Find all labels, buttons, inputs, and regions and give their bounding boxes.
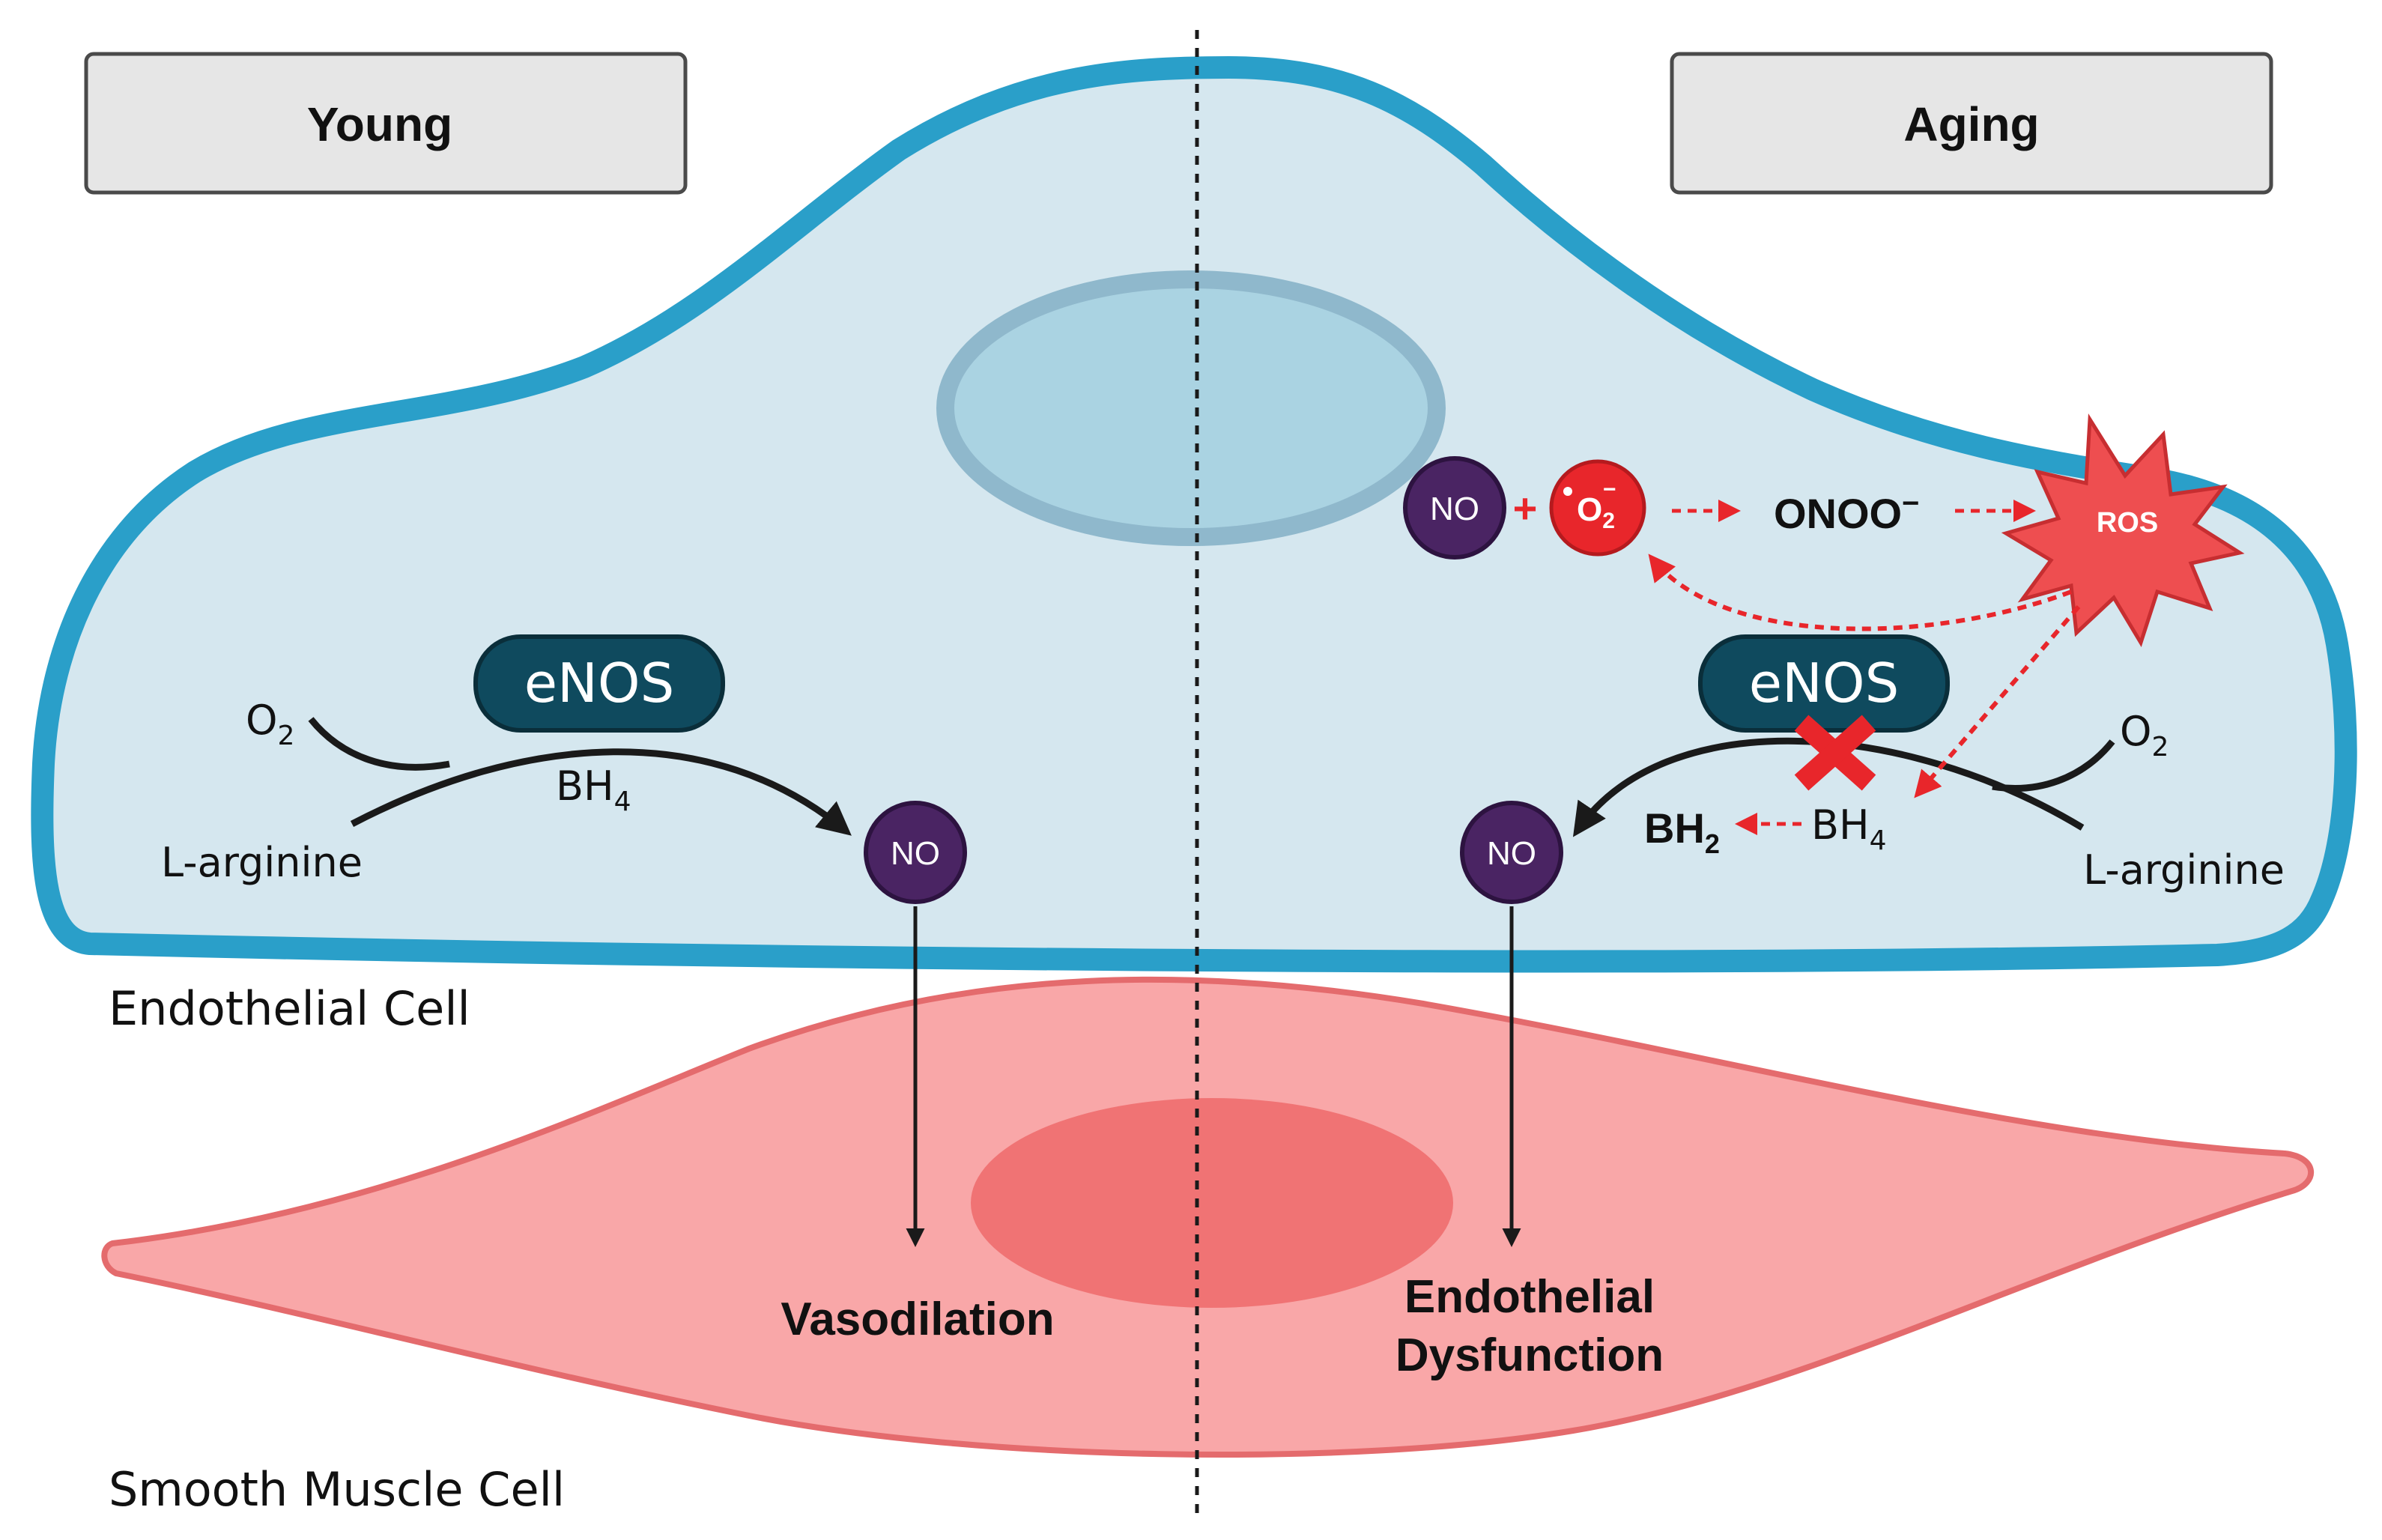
young-o2-label: O2 [246, 697, 294, 751]
young-l-arginine-label: L-arginine [161, 839, 363, 886]
aging-no-molecule [1460, 801, 1563, 904]
superoxide-molecule [1549, 459, 1646, 557]
endothelial-nucleus [936, 270, 1446, 546]
aging-reaction-arrow [1572, 737, 2085, 837]
uncoupled-x-icon [1794, 715, 1876, 791]
aging-bh4-label: BH4 [1811, 801, 1887, 856]
aging-o2-label: O2 [2120, 708, 2169, 763]
endothelial-cell-label: Endothelial Cell [109, 981, 470, 1036]
smooth-muscle-cell-label: Smooth Muscle Cell [109, 1462, 565, 1517]
plus-sign: + [1513, 485, 1538, 532]
peroxynitrite-label: ONOO− [1774, 487, 1919, 537]
reaction-no-molecule [1403, 456, 1506, 560]
radical-dot-icon [1563, 487, 1572, 496]
ros-to-superoxide-arrow [1648, 554, 2073, 631]
aging-bh2-label: BH2 [1644, 804, 1720, 859]
young-label: Young [307, 97, 452, 151]
aging-label: Aging [1903, 97, 2039, 151]
young-o2-curve [308, 717, 450, 771]
young-bh4-label: BH4 [556, 763, 631, 817]
aging-label-box [1670, 52, 2273, 195]
aging-l-arginine-label: L-arginine [2083, 846, 2285, 894]
endothelial-dysfunction-label-line1: Endothelial [1404, 1271, 1655, 1323]
young-no-label: NO [891, 835, 940, 872]
aging-enos-label: eNOS [1749, 652, 1900, 715]
superoxide-label: O2− [1577, 477, 1616, 533]
ros-to-bh4-arrow [1914, 605, 2081, 798]
endothelial-dysfunction-label-line2: Dysfunction [1395, 1330, 1664, 1381]
vasodilation-label: Vasodilation [781, 1294, 1054, 1345]
aging-no-label: NO [1487, 835, 1536, 872]
reaction-no-label: NO [1430, 491, 1479, 527]
young-no-molecule [864, 801, 967, 904]
ros-label: ROS [2097, 507, 2158, 539]
young-enos-box [473, 634, 725, 733]
smooth-muscle-nucleus [971, 1098, 1453, 1308]
young-reaction-arrow [350, 748, 852, 836]
ros-burst-icon [2001, 413, 2245, 648]
young-enos-label: eNOS [524, 652, 675, 715]
young-label-box [84, 52, 688, 195]
